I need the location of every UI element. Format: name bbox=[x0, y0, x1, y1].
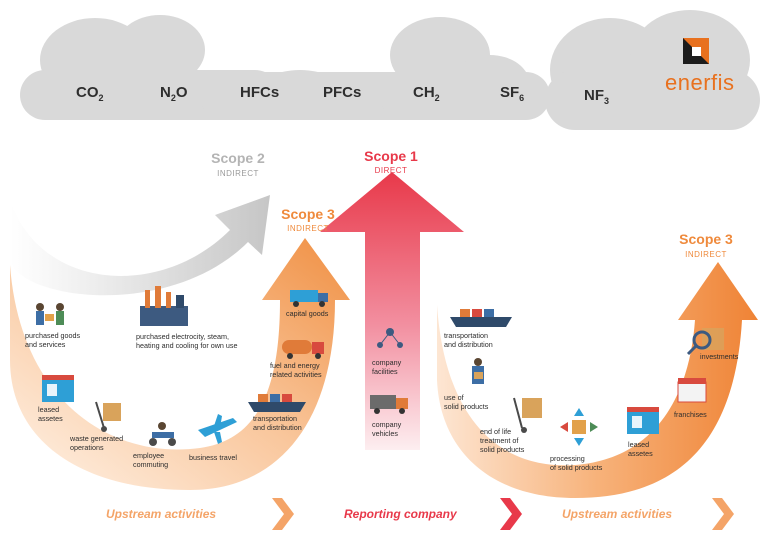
tanker-truck-icon bbox=[282, 340, 324, 359]
gas-nf3: NF3 bbox=[584, 87, 610, 106]
courier-icon bbox=[472, 358, 484, 384]
footer-upstream-activities: Upstream activities bbox=[106, 507, 217, 521]
ship-icon-downstream bbox=[450, 309, 512, 327]
ship-icon-upstream bbox=[248, 394, 306, 412]
scope1-subtitle: DIRECT bbox=[374, 166, 408, 175]
label-capital-goods: capital goods bbox=[286, 309, 329, 318]
scope3-upstream-title: Scope 3 bbox=[281, 206, 335, 222]
label-franchises: franchises bbox=[674, 410, 707, 419]
cart-icon bbox=[513, 397, 542, 433]
gas-n2o: N2O bbox=[160, 84, 188, 103]
processing-arrows-icon bbox=[560, 408, 598, 446]
gas-hfcs: HFCs bbox=[240, 84, 280, 101]
label-leased-assets-upstream: leased assetes bbox=[38, 405, 63, 423]
franchise-shop-icon bbox=[677, 378, 707, 403]
scope3-downstream-title: Scope 3 bbox=[679, 231, 733, 247]
footer-reporting-company: Reporting company bbox=[344, 507, 457, 521]
factory-icon bbox=[140, 286, 188, 326]
airplane-icon bbox=[198, 414, 237, 444]
scope2-subtitle: INDIRECT bbox=[217, 169, 259, 178]
label-purchased-electricity: purchased electrocity, steam, heating an… bbox=[136, 332, 238, 350]
scope1-arrow bbox=[320, 172, 464, 450]
truck-icon-capital bbox=[290, 290, 328, 307]
network-icon bbox=[377, 328, 403, 348]
label-company-vehicles: company vehicles bbox=[372, 420, 402, 438]
gas-co2: CO2 bbox=[76, 84, 104, 103]
label-purchased-goods: purchased goods and services bbox=[25, 331, 81, 349]
scope1-title: Scope 1 bbox=[364, 148, 418, 164]
people-icon bbox=[36, 303, 64, 325]
label-processing: processing of solid products bbox=[550, 454, 603, 472]
chevron-icon-left bbox=[272, 498, 294, 530]
chevron-icon-right bbox=[712, 498, 734, 530]
label-employee-commuting: employee commuting bbox=[133, 451, 169, 469]
scooter-icon bbox=[149, 422, 176, 446]
scope3-upstream-arrow bbox=[10, 238, 350, 490]
label-transport-downstream: transportation and distribution bbox=[444, 331, 493, 349]
label-company-facilities: company facilities bbox=[372, 358, 402, 376]
scope2-title: Scope 2 bbox=[211, 150, 265, 166]
store-icon-downstream bbox=[627, 407, 659, 434]
store-icon bbox=[42, 375, 74, 402]
logo-wordmark: enerfis bbox=[665, 70, 735, 95]
scope3-upstream-subtitle: INDIRECT bbox=[287, 224, 329, 233]
gas-ch: CH2 bbox=[413, 84, 440, 103]
enerfis-logo-mark bbox=[683, 38, 709, 64]
label-waste: waste generated operations bbox=[70, 434, 124, 452]
label-business-travel: business travel bbox=[189, 453, 237, 462]
label-end-of-life: end of life treatment of solid products bbox=[480, 427, 525, 454]
scope3-downstream-arrow bbox=[437, 262, 758, 498]
footer-upstream-activities-right: Upstream activities bbox=[562, 507, 673, 521]
label-use-of-products: use of solid products bbox=[444, 393, 489, 411]
label-investments: investments bbox=[700, 352, 739, 361]
scope3-downstream-subtitle: INDIRECT bbox=[685, 250, 727, 259]
chevron-icon-middle bbox=[500, 498, 522, 530]
label-leased-assets-downstream: leased assetes bbox=[628, 440, 653, 458]
cloud-banner bbox=[20, 10, 760, 130]
gas-pfcs: PFCs bbox=[323, 84, 362, 101]
label-fuel-energy: fuel and energy related activities bbox=[270, 361, 322, 379]
scope2-arrow bbox=[10, 195, 270, 296]
label-transport-upstream: transportation and distribution bbox=[253, 414, 302, 432]
truck-icon-company bbox=[370, 395, 408, 414]
gas-sf6: SF6 bbox=[500, 84, 525, 103]
hand-truck-icon bbox=[95, 401, 121, 432]
magnifier-icon bbox=[686, 328, 724, 356]
